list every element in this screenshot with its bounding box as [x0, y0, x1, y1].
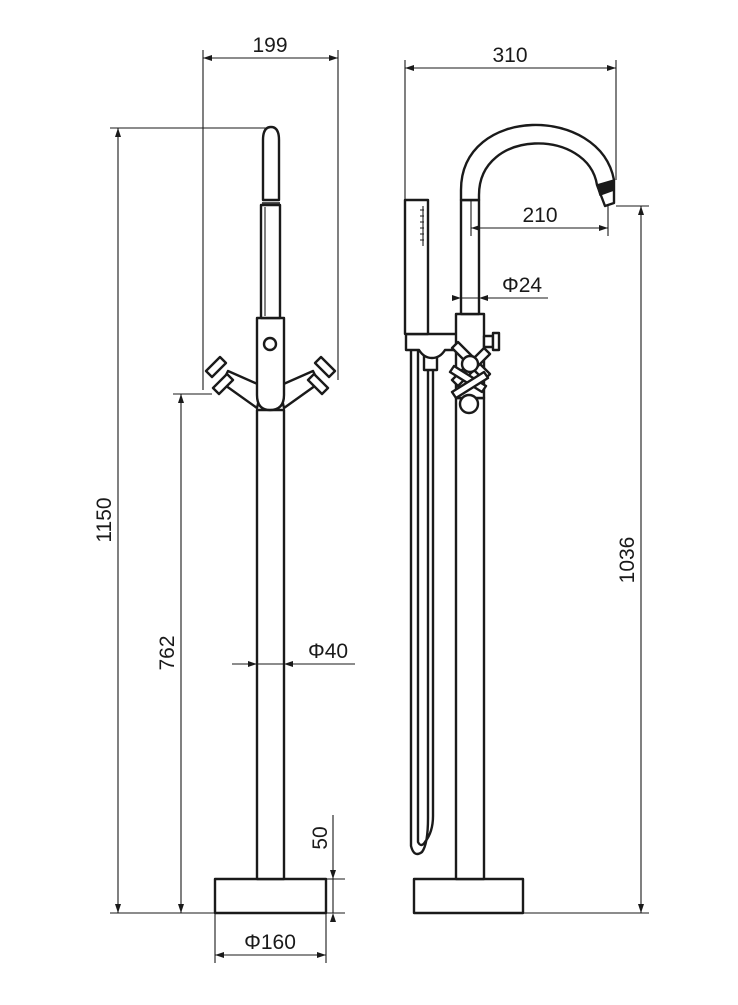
dim-base-height: 50 — [309, 826, 332, 849]
dim-spout-height: 1036 — [616, 537, 639, 584]
side-diverter — [482, 334, 495, 349]
side-hand-shower — [403, 198, 430, 336]
dim-front-height: 1150 — [93, 497, 116, 542]
front-view — [204, 125, 337, 915]
dim-side-width: 310 — [492, 44, 527, 67]
dim-spout-reach: 210 — [522, 204, 557, 227]
side-base — [412, 877, 525, 915]
front-mixer-body — [255, 316, 286, 412]
front-shower-head — [261, 125, 281, 202]
dim-front-width: 199 — [252, 34, 287, 57]
dim-base-diameter: Φ160 — [244, 931, 296, 954]
dimension-lines — [110, 50, 649, 963]
front-right-handle — [277, 355, 337, 410]
side-bracket — [404, 332, 460, 360]
front-left-handle — [204, 355, 264, 410]
side-view — [403, 123, 616, 915]
side-spout-arc — [459, 123, 616, 208]
dim-spout-diameter: Φ24 — [502, 274, 542, 297]
side-cross-handle-lower — [448, 364, 490, 415]
front-shower-holder — [259, 203, 282, 320]
dim-handle-height: 762 — [156, 635, 179, 670]
dimension-arrows — [115, 55, 644, 958]
side-hose — [409, 336, 435, 856]
front-diverter-button — [262, 336, 278, 352]
front-base — [213, 877, 328, 915]
side-column — [454, 396, 486, 881]
side-spout-riser — [459, 198, 481, 316]
front-column — [255, 408, 286, 881]
dim-pipe-diameter: Φ40 — [308, 640, 348, 663]
